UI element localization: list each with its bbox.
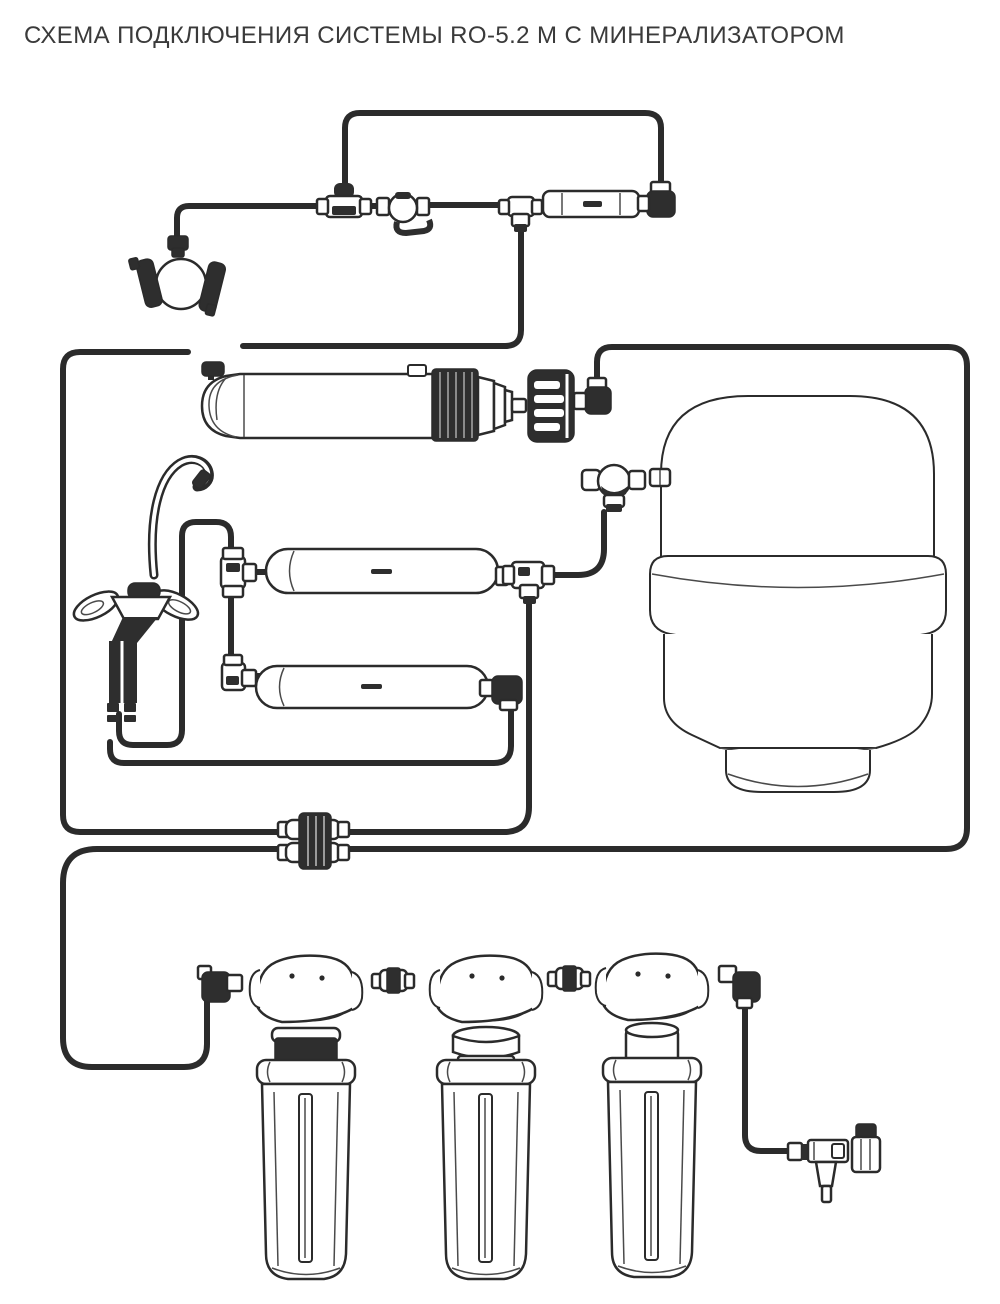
tube-union-to-prefilter1 [60,846,284,1070]
mineralizer-elbow-right [478,675,523,712]
tube-top-loop [342,110,664,191]
tube-right-frame [344,344,970,852]
tube-union-to-inline-tee [342,589,532,835]
feed-adapter-stem [814,1160,838,1188]
prefilter-2 [428,954,544,1281]
inline-row-tee-right [501,560,556,604]
feed-adapter-nut [786,1141,804,1162]
tube-mineralizer-to-faucet-line [107,703,514,766]
prefilter-2-sump [435,1058,537,1281]
membrane-cap [527,369,575,443]
prefilter1-elbow [196,964,244,1003]
tube-left-frame-upper [60,349,286,835]
union-prefilter-1-2 [370,967,416,994]
faucet-spout-tip [191,469,211,490]
prefilter-1-sump [255,1058,357,1281]
membrane-elbow [572,376,612,415]
drain-tee [315,183,373,219]
prefilter-3-sump [601,1056,703,1279]
faucet [72,455,214,722]
top-elbow [636,180,676,218]
prefilter-3 [594,952,710,1279]
membrane-housing [200,361,528,442]
tank-valve [580,463,672,512]
tube-inlinetee-to-tankvalve [549,509,607,578]
mineralizer-elbow-left [220,653,258,692]
page-title: СХЕМА ПОДКЛЮЧЕНИЯ СИСТЕМЫ RO-5.2 М С МИН… [24,22,845,49]
membrane-inlet-port [201,361,225,377]
tube-prefilter3-to-feed [742,1001,791,1154]
twin-union [276,812,351,870]
flow-restrictor [541,189,641,219]
prefilter3-elbow [717,964,761,1010]
postfilter-tee [219,546,258,599]
restrictor-tee [497,195,544,232]
postfilter-inline [264,547,510,595]
faucet-handle-left [72,590,120,622]
flush-valve [375,192,434,236]
storage-tank [649,395,947,793]
tube-drainclamp-to-tee [174,203,327,255]
prefilter-1 [248,954,364,1281]
union-prefilter-2-3 [546,965,592,992]
tube-tee-down-to-membrane-tee [240,225,524,349]
mineralizer-inline [254,664,490,710]
feed-adapter [786,1123,882,1204]
feed-adapter-insert [850,1123,882,1174]
tube-faucet-to-postfilter-tee [116,519,234,748]
drain-clamp [128,235,227,317]
